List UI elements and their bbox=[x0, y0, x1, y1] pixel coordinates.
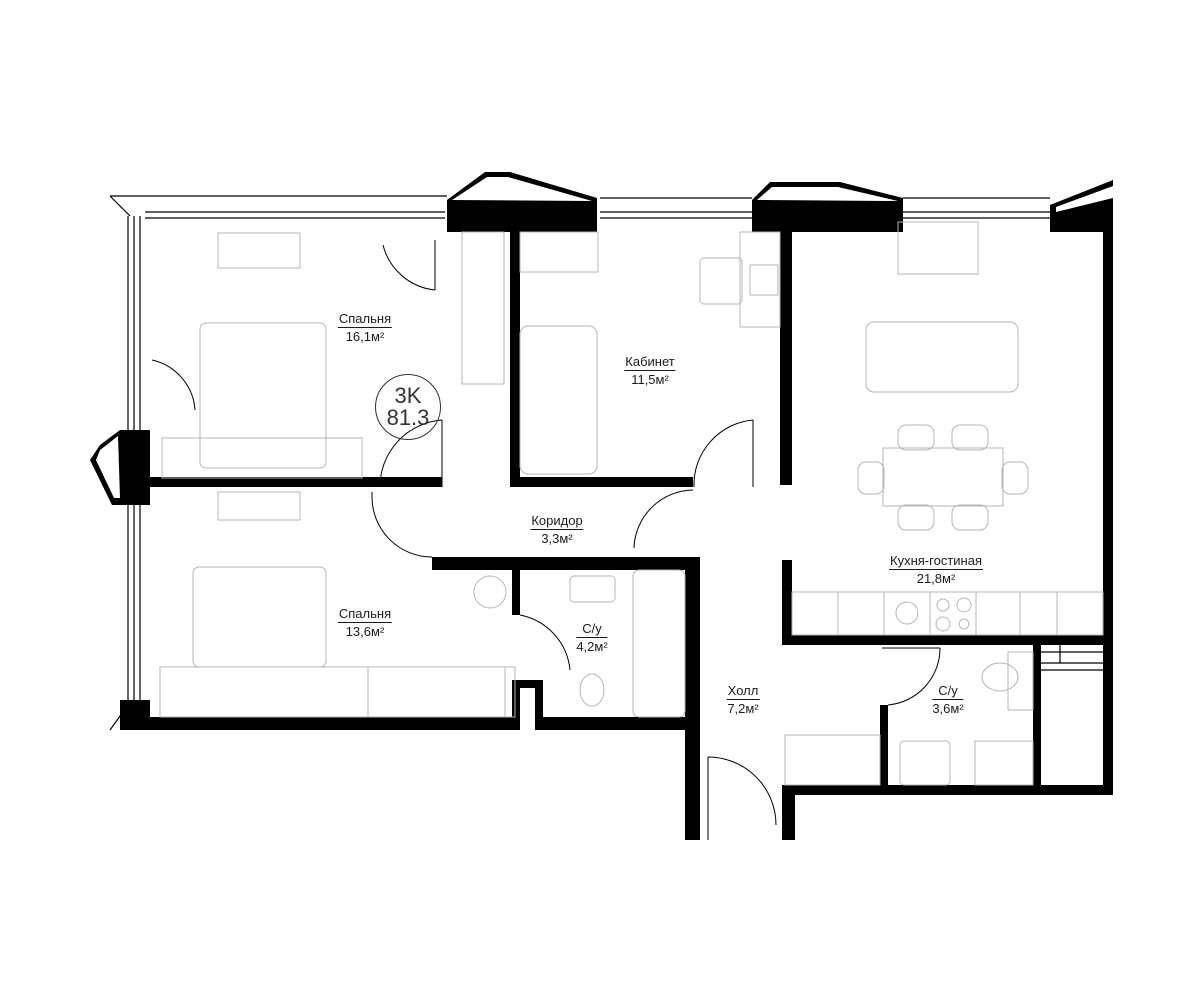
sofa-study bbox=[519, 325, 598, 475]
bathtub bbox=[632, 569, 686, 718]
room-label-bedroom2: Спальня 13,6м² bbox=[337, 605, 393, 640]
apartment-type: 3K bbox=[394, 383, 422, 408]
bed-bedroom1 bbox=[199, 322, 327, 469]
room-label-hall: Холл 7,2м² bbox=[726, 682, 760, 717]
room-area: 13,6м² bbox=[345, 624, 385, 639]
room-label-study: Кабинет 11,5м² bbox=[624, 353, 676, 388]
chair-study bbox=[699, 257, 743, 305]
room-area: 16,1м² bbox=[345, 329, 385, 344]
room-name: Холл bbox=[726, 683, 760, 700]
apartment-badge: 3K 81.3 bbox=[375, 374, 441, 440]
closet-bedroom2 bbox=[367, 666, 506, 718]
furniture bbox=[159, 221, 1104, 786]
room-label-bathroom2: С/у 3,6м² bbox=[932, 682, 964, 717]
room-area: 3,6м² bbox=[932, 701, 964, 716]
room-name: С/у bbox=[932, 682, 964, 700]
room-area: 11,5м² bbox=[631, 372, 669, 387]
kitchen-counter bbox=[791, 591, 1104, 636]
bed-bedroom2 bbox=[192, 566, 327, 668]
room-label-bedroom1: Спальня 16,1м² bbox=[337, 310, 393, 345]
apartment-total-area: 81.3 bbox=[386, 405, 430, 430]
room-area: 21,8м² bbox=[916, 571, 956, 586]
room-area: 3,3м² bbox=[541, 531, 573, 546]
dining-table bbox=[882, 447, 1004, 507]
room-area: 7,2м² bbox=[727, 701, 759, 716]
room-label-corridor: Коридор 3,3м² bbox=[530, 512, 584, 547]
room-label-bathroom1: С/у 4,2м² bbox=[576, 620, 608, 655]
doors bbox=[151, 240, 941, 840]
toilet-bath2 bbox=[981, 662, 1019, 692]
room-area: 4,2м² bbox=[576, 639, 608, 654]
wardrobe-bedroom1 bbox=[217, 232, 301, 269]
sink-bath1 bbox=[569, 575, 616, 603]
toilet-bath1 bbox=[579, 673, 605, 707]
room-name: Спальня bbox=[337, 311, 393, 328]
sofa-living bbox=[865, 321, 1019, 393]
room-label-kitchen-living: Кухня-гостиная 21,8м² bbox=[889, 552, 983, 587]
windows bbox=[109, 195, 1050, 731]
room-name: С/у bbox=[576, 620, 608, 638]
closet bbox=[461, 231, 505, 385]
room-name: Кабинет bbox=[624, 354, 676, 371]
shower bbox=[974, 740, 1034, 786]
room-name: Коридор bbox=[530, 513, 584, 530]
sink-bath2 bbox=[899, 740, 951, 786]
walls bbox=[120, 205, 1113, 840]
room-name: Кухня-гостиная bbox=[889, 553, 983, 570]
room-name: Спальня bbox=[337, 606, 393, 623]
